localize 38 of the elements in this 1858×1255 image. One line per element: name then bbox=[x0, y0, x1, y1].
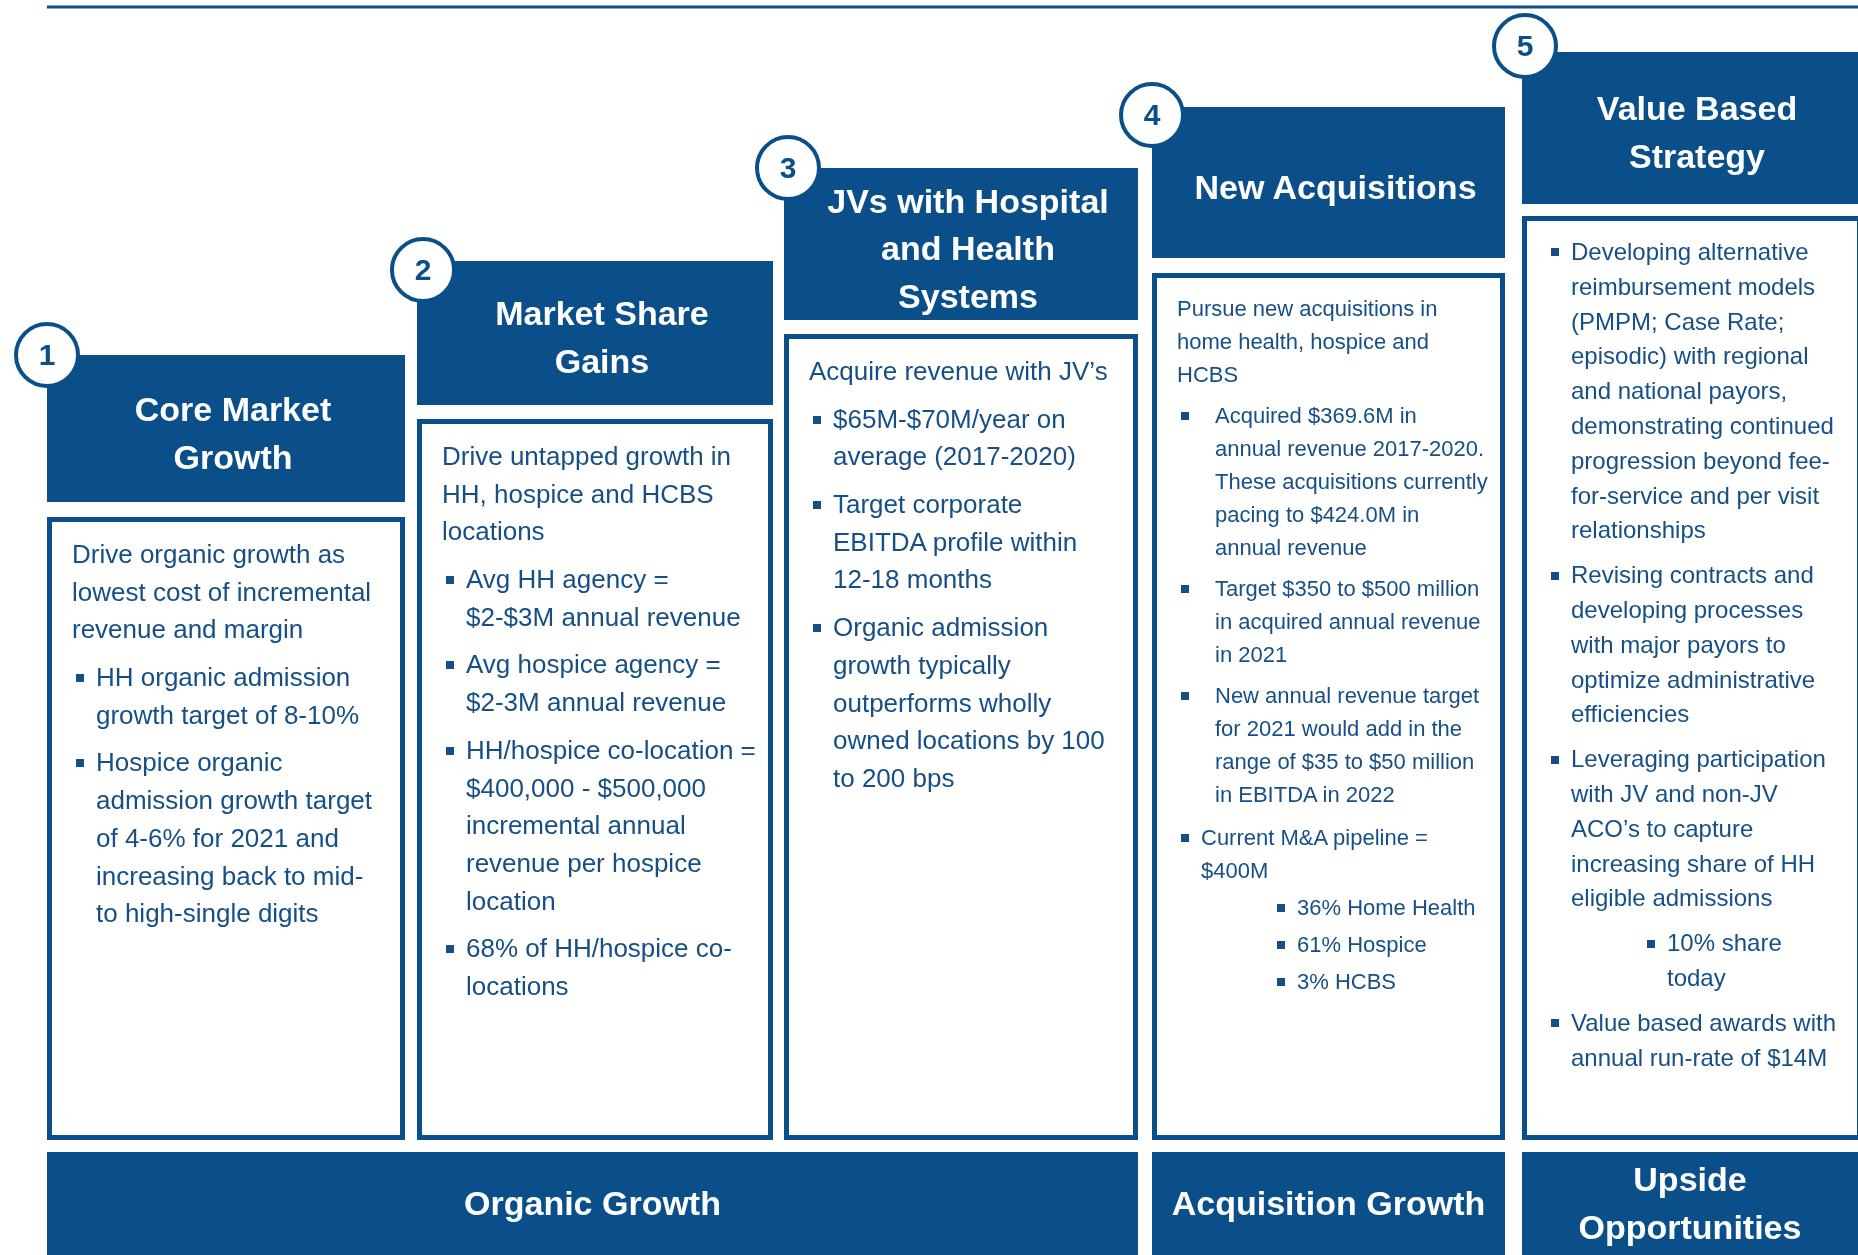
bullet-text: HH organic admission growth target of 8-10% bbox=[96, 661, 361, 732]
content-box bbox=[417, 419, 773, 1140]
number-circle: 5 bbox=[1492, 13, 1558, 79]
content-box bbox=[784, 334, 1138, 1140]
bullet-text: Current M&A pipeline = $400M bbox=[1201, 824, 1429, 885]
bullet-text: Avg hospice agency = $2-3M annual revenue bbox=[466, 648, 728, 720]
bullet-text: 10% share today bbox=[1667, 928, 1783, 993]
category-band: Upside Opportunities bbox=[1522, 1152, 1858, 1255]
bullet-text: Leveraging participation with JV and non-JV ACO’s to capture increasing share of HH eligible admissions bbox=[1571, 744, 1827, 914]
bullet-text: 3% HCBS bbox=[1297, 968, 1398, 996]
bullet-text: Value based awards with annual run-rate of $14M bbox=[1571, 1007, 1838, 1073]
intro-text: Pursue new acquisitions in home health, hospice and HCBS bbox=[1177, 295, 1439, 389]
bullet-text: 36% Home Health bbox=[1297, 894, 1477, 922]
bullet-text: 61% Hospice bbox=[1297, 931, 1428, 959]
number-circle: 3 bbox=[755, 135, 821, 201]
category-band: Acquisition Growth bbox=[1152, 1152, 1505, 1255]
intro-text: Drive untapped growth in HH, hospice and HCBS locations bbox=[442, 440, 733, 549]
bullet-text: Target $350 to $500 million in acquired annual revenue in 2021 bbox=[1215, 575, 1482, 669]
bullet-text: Avg HH agency = $2-$3M annual revenue bbox=[466, 563, 742, 634]
bullet-text: New annual revenue target for 2021 would add in the range of $35 to $50 million in EBITDA in 2022 bbox=[1215, 682, 1481, 809]
intro-text: Drive organic growth as lowest cost of incremental revenue and margin bbox=[72, 538, 373, 647]
bullet-text: Organic admission growth typically outperforms wholly owned locations by 100 to 200 bps bbox=[833, 611, 1106, 795]
number-circle: 1 bbox=[14, 322, 80, 388]
category-band: Organic Growth bbox=[47, 1152, 1138, 1255]
number-circle: 2 bbox=[390, 237, 456, 303]
content-box bbox=[1152, 273, 1505, 1140]
bullet-text: HH/hospice co-location = $400,000 - $500,000 incremental annual revenue per hospice location bbox=[466, 733, 756, 918]
bullet-text: Hospice organic admission growth target of 4-6% for 2021 and increasing back to mid- to high-single digits bbox=[96, 746, 374, 931]
number-circle: 4 bbox=[1119, 82, 1185, 148]
content-box bbox=[1522, 216, 1858, 1140]
content-box bbox=[47, 517, 405, 1140]
bullet-text: Developing alternative reimbursement models (PMPM; Case Rate; episodic) with regional and national payors, demonstrating continued progression beyond fee-for-service and per visit relationships bbox=[1571, 237, 1835, 546]
bullet-text: 68% of HH/hospice co-locations bbox=[466, 932, 733, 1003]
bullet-text: Target corporate EBITDA profile within 12-18 months bbox=[833, 488, 1079, 597]
bullet-text: $65M-$70M/year on average (2017-2020) bbox=[833, 402, 1077, 474]
bullet-text: Acquired $369.6M in annual revenue 2017-2020. These acquisitions currently pacing to $424.0M in annual revenue bbox=[1215, 402, 1488, 562]
intro-text: Acquire revenue with JV’s bbox=[809, 355, 1109, 388]
bullet-text: Revising contracts and developing processes with major payors to optimize administrative efficiencies bbox=[1571, 560, 1817, 730]
